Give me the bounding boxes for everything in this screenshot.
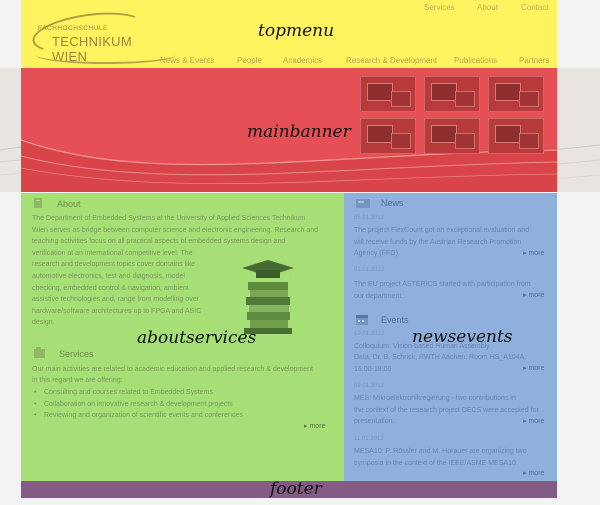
news-1-line-3: Agency (FFG). — [354, 250, 400, 257]
event-2-line-3: presentation. — [354, 418, 395, 425]
news-2-line-1: The EU project ASTERICS started with par… — [354, 281, 531, 288]
nav-publications[interactable]: Publications — [454, 56, 498, 65]
logo[interactable]: FACHHOCHSCHULE TECHNIKUM WIEN — [29, 6, 176, 64]
event-2-line-2: the context of the research project DECS… — [354, 407, 539, 414]
banner-wave — [21, 138, 557, 192]
banner-thumb-3 — [488, 76, 544, 112]
newsevents-label: newsevents — [412, 327, 513, 347]
nav-research-development[interactable]: Research & Development — [346, 56, 438, 65]
news-1-line-2: will receive funds by the Austrian Resea… — [354, 239, 522, 246]
services-intro-2: in this regard we are offering: — [32, 377, 123, 384]
events-title: Events — [381, 315, 409, 325]
nav-people[interactable]: People — [237, 56, 262, 65]
about-line-9: hardware/software architectures up to FP… — [32, 308, 202, 315]
event-1-more-label: more — [528, 365, 545, 372]
about-line-4: verification at an international competi… — [32, 250, 193, 257]
graduation-books-image — [242, 260, 294, 334]
services-list: Consulting and courses related to Embedd… — [34, 387, 334, 422]
about-line-3: teaching activities focus on all practic… — [32, 238, 286, 245]
news-date-2: 01.01.2012 — [354, 267, 385, 273]
about-line-8: assistive technologies and, range from m… — [32, 296, 199, 303]
footer-region — [21, 481, 557, 498]
about-line-2: Wien serves as bridge between computer s… — [32, 227, 318, 234]
event-3-line-2: symposia in the context of the IEEE/ASME… — [354, 460, 518, 467]
calendar-icon — [356, 315, 368, 325]
banner-thumb-4 — [360, 118, 416, 154]
event-1-line-1: Colloquium: Vision-based Human Assembly — [354, 343, 490, 350]
event-date-3: 11.01.2012 — [354, 436, 384, 442]
event-2-more-label: more — [528, 418, 545, 425]
services-item: Reviewing and organization of scientific… — [34, 410, 334, 422]
aboutservices-label: aboutservices — [137, 328, 257, 348]
logo-line1: FACHHOCHSCHULE — [38, 25, 108, 32]
services-icon — [34, 347, 45, 358]
event-2-more-link[interactable]: ▸ more — [523, 418, 545, 425]
banner-thumb-1 — [360, 76, 416, 112]
nav-news-events[interactable]: News & Events — [160, 56, 215, 65]
nav-partners[interactable]: Partners — [519, 56, 550, 65]
event-1-more-link[interactable]: ▸ more — [523, 365, 545, 372]
event-2-line-1: MES: Mikroelektronikregierung - two cont… — [354, 395, 516, 402]
news-2-line-2: our department. — [354, 293, 404, 300]
services-item: Consulting and courses related to Embedd… — [34, 387, 334, 399]
news-1-line-1: The project FlexCount got an exceptional… — [354, 227, 530, 234]
newsevents-region — [344, 193, 557, 481]
news-1-more-label: more — [528, 250, 545, 257]
services-more-link[interactable]: ▸ more — [304, 423, 326, 430]
top-link-contact[interactable]: Contact — [521, 3, 549, 12]
event-3-more-link[interactable]: ▸ more — [523, 470, 545, 477]
event-3-more-label: more — [528, 470, 545, 477]
news-2-more-link[interactable]: ▸ more — [523, 292, 545, 299]
services-more-label: more — [309, 423, 326, 430]
services-item: Collaboration on innovative research & d… — [34, 399, 334, 411]
banner-thumb-6 — [488, 118, 544, 154]
news-icon — [356, 199, 370, 208]
news-1-more-link[interactable]: ▸ more — [523, 250, 545, 257]
about-line-7: checking, embedded control & navigation,… — [32, 285, 189, 292]
services-intro-1: Our main activities are related to acade… — [32, 366, 313, 373]
banner-thumb-5 — [424, 118, 480, 154]
info-icon — [34, 198, 42, 208]
mainbanner-label: mainbanner — [247, 122, 351, 142]
event-3-line-1: MESA10: P. Rössler and M. Horauer are or… — [354, 448, 527, 455]
nav-academics[interactable]: Academics — [283, 56, 323, 65]
news-2-more-label: more — [528, 292, 545, 299]
aboutservices-region — [21, 193, 344, 481]
services-title: Services — [59, 349, 94, 359]
about-title: About — [57, 199, 81, 209]
event-date-2: 09.01.2012 — [354, 383, 385, 389]
top-link-about[interactable]: About — [477, 3, 498, 12]
about-line-6: automotive electronics, test and diagnos… — [32, 273, 185, 280]
event-date-1: 19.01.2012 — [354, 331, 385, 337]
about-line-5: research and development topics cover do… — [32, 261, 196, 268]
event-1-line-2: Data, Dr. B. Schrick, RWTH Aachen, Room … — [354, 354, 527, 361]
news-date-1: 05.01.2012 — [354, 215, 385, 221]
footer-label: footer — [270, 479, 322, 499]
banner-thumb-2 — [424, 76, 480, 112]
news-title: News — [381, 198, 404, 208]
event-1-line-3: 16:00-18:00 — [354, 366, 392, 373]
about-line-10: design. — [32, 319, 55, 326]
about-line-1: The Department of Embedded Systems at th… — [32, 215, 306, 222]
top-link-services[interactable]: Services — [424, 3, 455, 12]
logo-curve — [36, 46, 176, 64]
topmenu-label: topmenu — [258, 21, 335, 41]
